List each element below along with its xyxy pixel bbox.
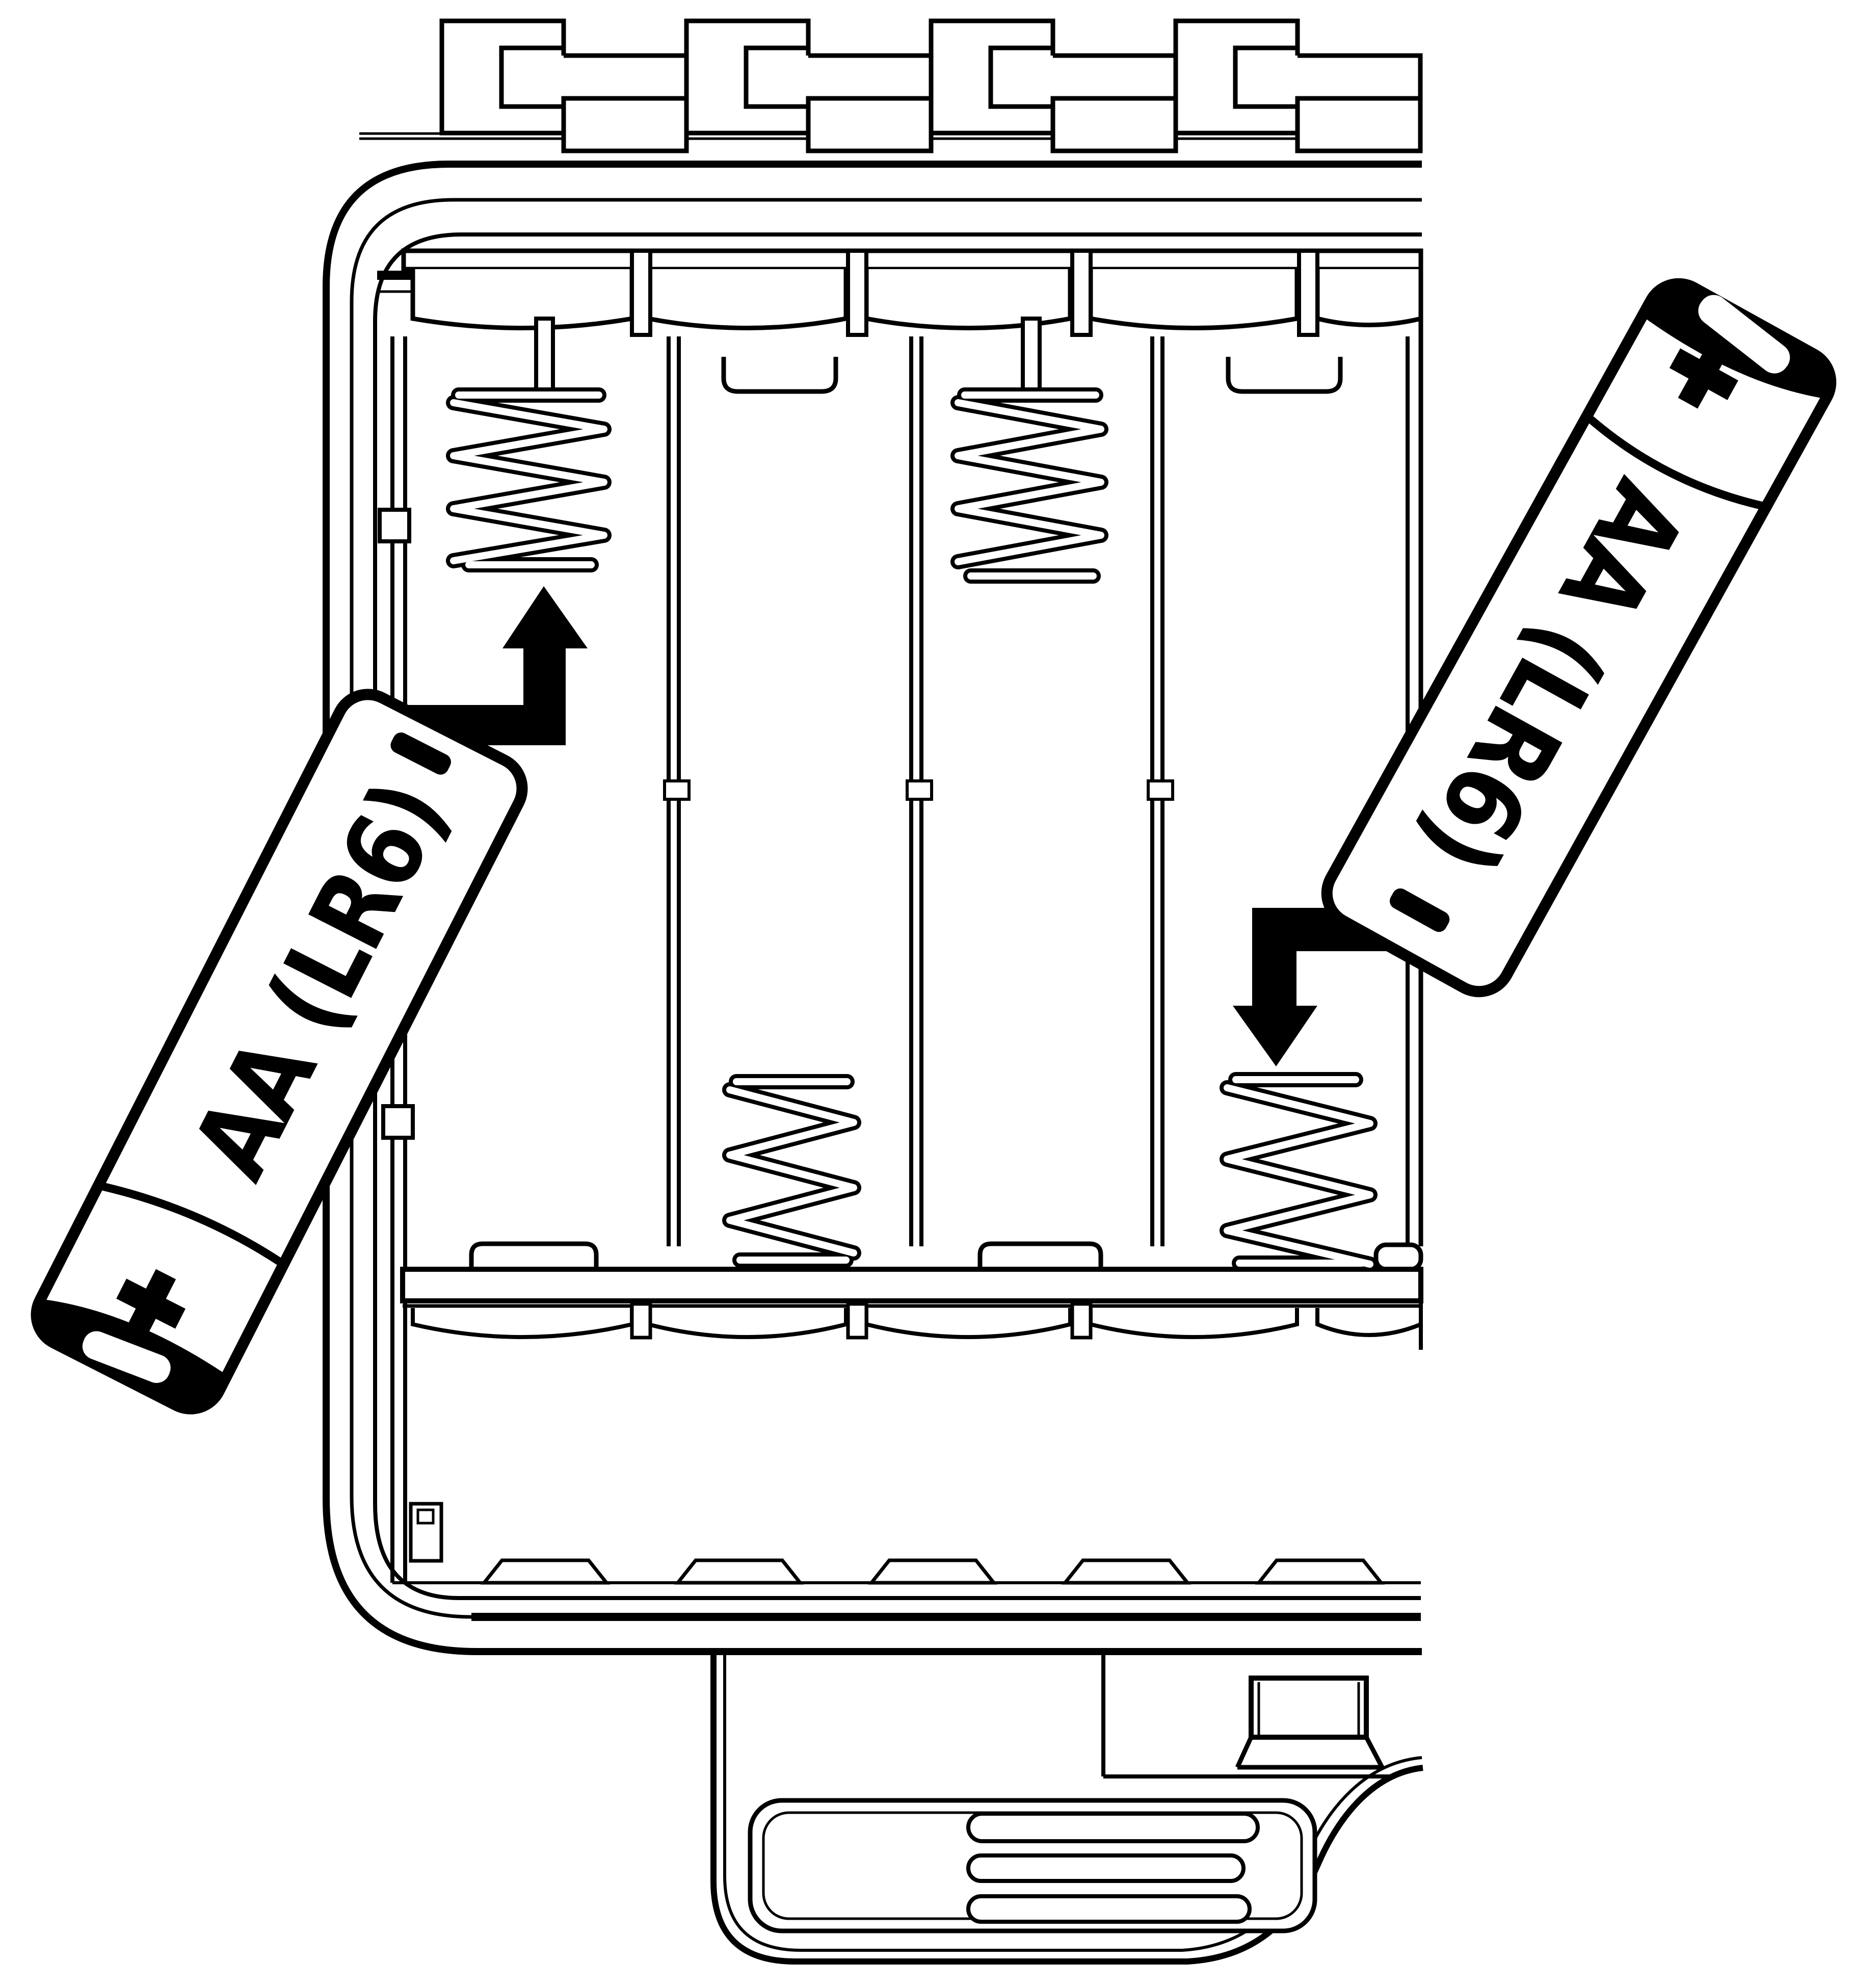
spring-neck bbox=[1021, 317, 1042, 397]
end-cap-highlight bbox=[82, 1331, 171, 1383]
rail-post bbox=[630, 249, 652, 337]
flat-contact-bottom bbox=[977, 1241, 1103, 1269]
contact-plate bbox=[410, 269, 634, 330]
grip-slot bbox=[966, 1853, 1246, 1883]
rail-post bbox=[846, 249, 868, 337]
end-cap-highlight bbox=[1698, 295, 1790, 374]
bottom-contact-rail bbox=[400, 1241, 1423, 1350]
spring-bay3-top bbox=[950, 387, 1108, 584]
hinge-tab bbox=[439, 18, 689, 153]
battery-left: AA (LR6) bbox=[31, 689, 528, 1415]
minus-terminal-icon bbox=[390, 733, 451, 775]
corner-clip bbox=[409, 1502, 443, 1563]
contact-plate bbox=[1315, 269, 1423, 327]
plus-terminal-icon bbox=[1669, 339, 1738, 409]
battery-right: AA (LR6) bbox=[1321, 278, 1837, 998]
spring-bay2-bottom bbox=[722, 1074, 861, 1268]
wall-tab bbox=[381, 1104, 415, 1140]
wall-tab bbox=[378, 508, 411, 543]
contact-plate bbox=[864, 269, 1073, 330]
spring-bay1-top bbox=[446, 387, 612, 572]
hinge-tab bbox=[929, 18, 1178, 153]
flat-contact-top bbox=[1226, 357, 1343, 394]
latch-button[interactable] bbox=[1235, 1676, 1384, 1770]
minus-terminal-icon bbox=[1390, 888, 1450, 932]
shoulder-line bbox=[97, 1181, 286, 1268]
shoulder-line bbox=[1584, 413, 1767, 511]
grip-slot bbox=[966, 1894, 1252, 1924]
bent-arrow-up-icon bbox=[357, 586, 588, 745]
flat-contact-bottom bbox=[469, 1241, 599, 1269]
bottom-ribs bbox=[480, 1558, 1385, 1585]
hinge-tab bbox=[684, 18, 934, 153]
rail-post bbox=[1297, 249, 1319, 337]
latch[interactable] bbox=[710, 1650, 1423, 1965]
flat-contact-top bbox=[721, 357, 838, 394]
latch-grip-panel bbox=[748, 1798, 1317, 1933]
spring-bay4-bottom bbox=[1220, 1072, 1378, 1272]
contact-plate bbox=[646, 269, 849, 330]
bay-dividers bbox=[663, 336, 1174, 1246]
hinge-tabs bbox=[439, 18, 1423, 153]
grip-slot bbox=[966, 1812, 1260, 1843]
plus-terminal-icon bbox=[116, 1269, 186, 1339]
contact-plate bbox=[1088, 269, 1300, 330]
top-contact-rail bbox=[401, 248, 1423, 397]
hinge-tab bbox=[1173, 18, 1423, 153]
bent-arrow-down-icon bbox=[1233, 908, 1386, 1066]
rail-post bbox=[1070, 249, 1093, 337]
spring-neck bbox=[534, 317, 555, 397]
